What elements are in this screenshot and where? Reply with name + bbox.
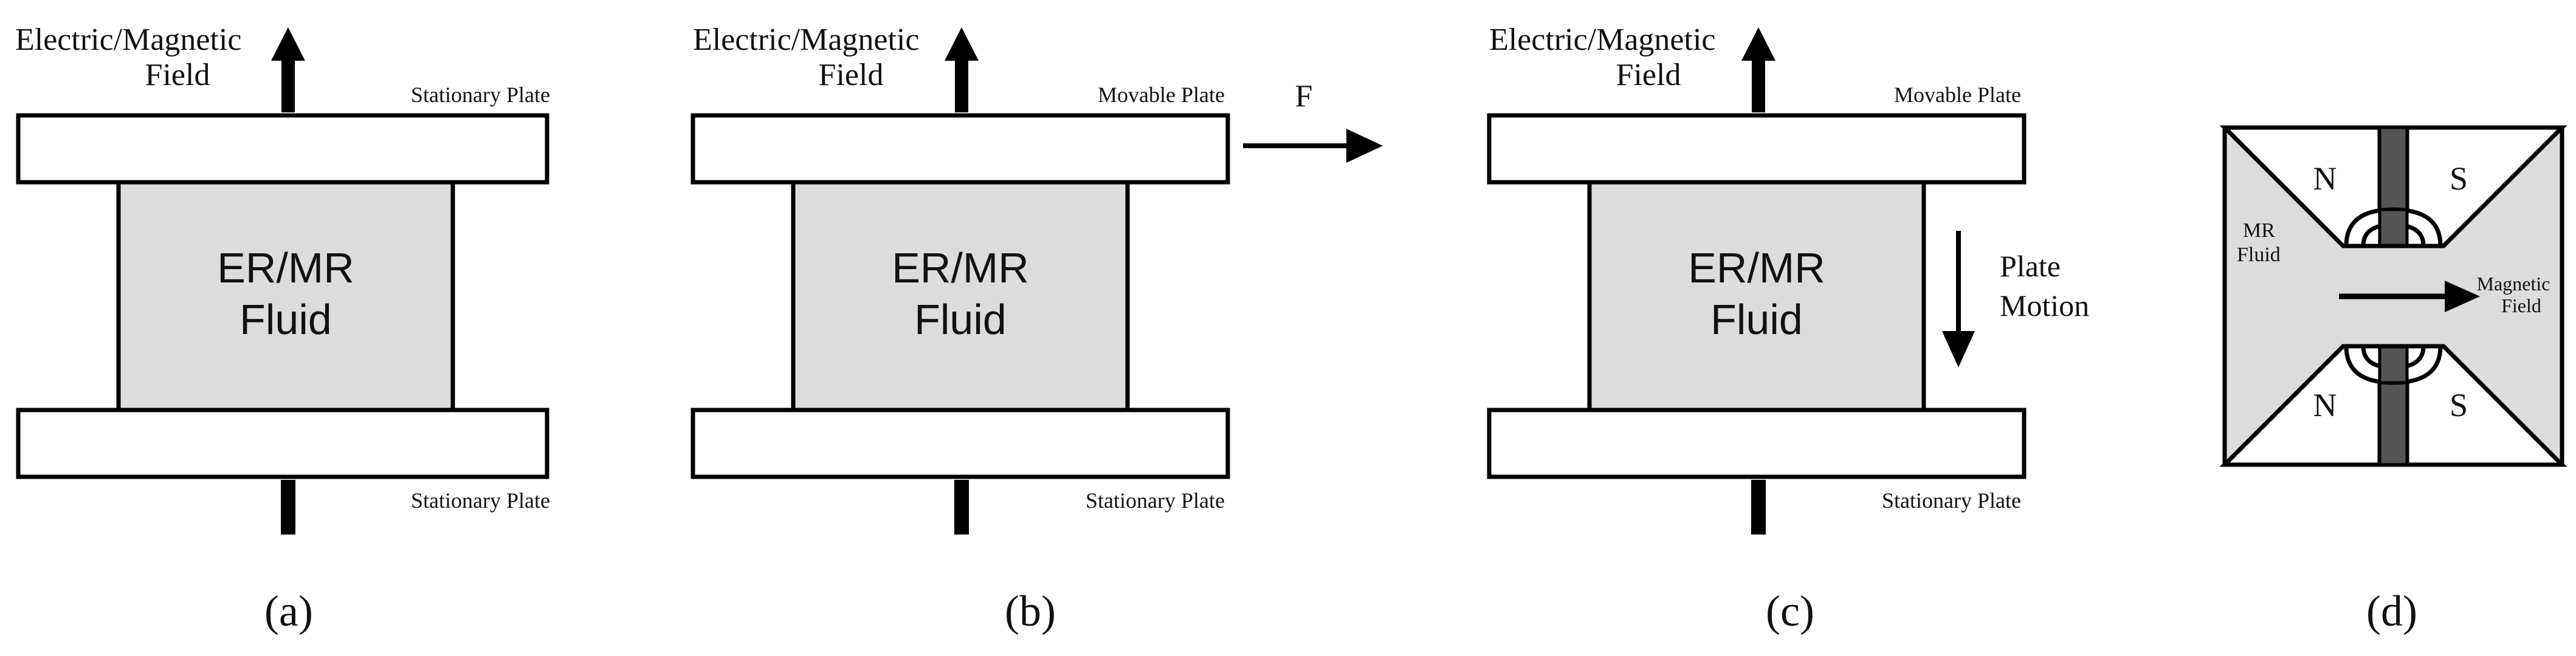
pole-bottom-right: S — [2450, 387, 2468, 423]
fluid-label-line1: ER/MR — [892, 244, 1029, 292]
magnetic-field-arrow-head — [2445, 281, 2480, 312]
motion-label-line2: Motion — [2000, 289, 2089, 323]
bottom-stub — [281, 480, 295, 535]
panel-c: Plate Motion Electric/Magnetic Field Mov… — [1487, 22, 2089, 635]
bottom-plate-label: Stationary Plate — [1882, 488, 2021, 513]
bottom-stub — [1751, 480, 1766, 535]
pole-bottom-left: N — [2313, 387, 2337, 423]
panel-a: Electric/Magnetic Field Stationary Plate… — [15, 22, 550, 635]
fluid-label-line2: Fluid — [1710, 296, 1803, 343]
bottom-plate — [690, 408, 1230, 479]
motion-label-line1: Plate — [2000, 249, 2061, 283]
magnetic-field-label-line1: Magnetic — [2477, 273, 2550, 295]
bottom-plate — [16, 408, 549, 479]
mr-fluid-label-line2: Fluid — [2237, 244, 2281, 266]
fluid-label-line1: ER/MR — [217, 244, 354, 292]
field-label-line2: Field — [819, 58, 884, 92]
panel-b: F Electric/Magnetic Field Movable Plate … — [690, 22, 1383, 635]
top-plate — [1487, 113, 2027, 185]
field-label-line1: Electric/Magnetic — [1489, 22, 1715, 57]
field-label-line1: Electric/Magnetic — [693, 22, 919, 57]
field-label-line1: Electric/Magnetic — [15, 22, 241, 57]
fluid-block — [116, 180, 455, 412]
pole-top-right: S — [2450, 160, 2468, 197]
fluid-label-line2: Fluid — [914, 296, 1007, 343]
bottom-stub — [954, 480, 969, 535]
panel-d: N S N S MR Fluid Magnetic Field (d) — [2219, 125, 2567, 635]
pole-top-left: N — [2313, 160, 2337, 197]
gap-bar-bottom-mid — [2378, 344, 2409, 384]
field-arrow-head — [271, 27, 305, 61]
caption-a: (a) — [264, 587, 313, 635]
caption-b: (b) — [1005, 587, 1056, 635]
fluid-label-line2: Fluid — [239, 296, 332, 343]
top-plate — [690, 113, 1230, 185]
fluid-block — [1587, 180, 1926, 412]
bottom-plate-label: Stationary Plate — [1086, 488, 1225, 513]
top-plate-label: Stationary Plate — [411, 83, 550, 107]
bottom-plate-label: Stationary Plate — [411, 488, 550, 513]
caption-d: (d) — [2366, 587, 2417, 635]
top-plate — [16, 113, 549, 185]
top-plate-label: Movable Plate — [1894, 83, 2021, 107]
field-label-line2: Field — [145, 58, 210, 92]
bottom-plate — [1487, 408, 2027, 479]
magnetic-field-label-line2: Field — [2501, 295, 2541, 316]
fluid-label-line1: ER/MR — [1688, 244, 1825, 292]
field-label-line2: Field — [1616, 58, 1681, 92]
motion-arrow-head — [1942, 331, 1975, 367]
top-plate-label: Movable Plate — [1098, 83, 1225, 107]
gap-bar-top-mid — [2378, 208, 2409, 248]
force-arrow-head — [1346, 129, 1383, 163]
field-arrow-head — [945, 27, 979, 61]
field-arrow-head — [1741, 27, 1775, 61]
force-label: F — [1295, 79, 1313, 114]
fluid-block — [791, 180, 1130, 412]
caption-c: (c) — [1766, 587, 1814, 635]
mr-fluid-label-line1: MR — [2243, 219, 2275, 242]
